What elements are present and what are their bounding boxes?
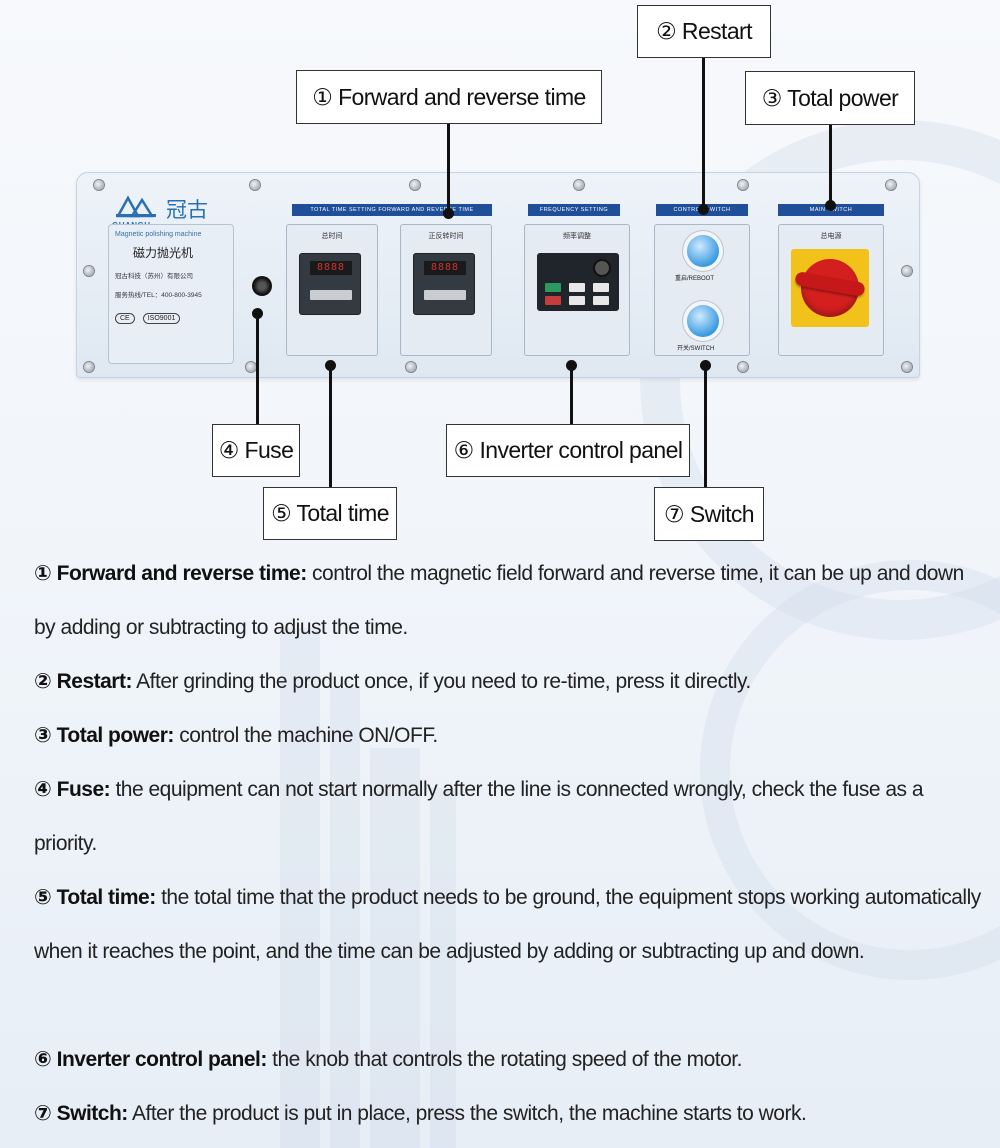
frequency-module: 频率调整 bbox=[524, 224, 630, 356]
nameplate-company: 冠古科技（苏州）有限公司 bbox=[115, 273, 193, 280]
leader-line-forward-reverse bbox=[447, 124, 450, 212]
description-head: ④ Fuse: bbox=[34, 778, 111, 801]
stop-button[interactable] bbox=[545, 296, 561, 305]
timer-display: 8888 bbox=[424, 261, 466, 275]
screw-icon bbox=[84, 266, 94, 276]
main-switch-module: 总电源 bbox=[778, 224, 884, 356]
description-restart: ② Restart: After grinding the product on… bbox=[34, 655, 984, 709]
leader-line-total-time bbox=[329, 364, 332, 488]
screw-icon bbox=[738, 180, 748, 190]
description-body: After the product is put in place, press… bbox=[127, 1102, 807, 1125]
leader-line-inverter bbox=[570, 364, 573, 424]
knob-icon[interactable] bbox=[595, 261, 609, 275]
callout-fuse: ④ Fuse bbox=[212, 424, 300, 477]
nameplate-en: Magnetic polishing machine bbox=[115, 231, 202, 238]
description-total-power: ③ Total power: control the machine ON/OF… bbox=[34, 709, 984, 763]
mode-button[interactable] bbox=[593, 283, 609, 292]
leader-line-total-power bbox=[829, 124, 832, 204]
screw-icon bbox=[902, 362, 912, 372]
tag-time-setting: TOTAL TIME SETTING FORWARD AND REVERSE T… bbox=[292, 204, 492, 216]
screw-icon bbox=[410, 180, 420, 190]
logo-cn-text: 冠古 bbox=[166, 198, 208, 222]
screw-icon bbox=[406, 362, 416, 372]
up-button[interactable] bbox=[569, 283, 585, 292]
name-plate: Magnetic polishing machine 磁力抛光机 冠古科技（苏州… bbox=[108, 224, 234, 364]
description-head: ① Forward and reverse time: bbox=[34, 562, 307, 585]
description-inverter-control-panel: ⑥ Inverter control panel: the knob that … bbox=[34, 1033, 984, 1087]
leader-dot bbox=[443, 208, 454, 219]
screw-icon bbox=[94, 180, 104, 190]
description-head: ⑦ Switch: bbox=[34, 1102, 128, 1125]
callout-switch: ⑦ Switch bbox=[654, 487, 764, 541]
total-time-module: 总时间 8888 bbox=[286, 224, 378, 356]
callout-inverter-control-panel: ⑥ Inverter control panel bbox=[446, 424, 690, 477]
leader-line-fuse bbox=[256, 312, 259, 424]
brand-logo: GUANGU 冠古 bbox=[112, 194, 208, 230]
control-switch-module: 重启/REBOOT 开关/SWITCH bbox=[654, 224, 750, 356]
main-power-switch[interactable] bbox=[791, 249, 869, 327]
description-forward-reverse-time: ① Forward and reverse time: control the … bbox=[34, 547, 984, 655]
description-total-time: ⑤ Total time: the total time that the pr… bbox=[34, 871, 984, 979]
description-fuse: ④ Fuse: the equipment can not start norm… bbox=[34, 763, 984, 871]
fwd-rev-timer[interactable]: 8888 bbox=[413, 253, 475, 315]
screw-icon bbox=[738, 362, 748, 372]
description-body: control the machine ON/OFF. bbox=[173, 724, 438, 747]
reboot-button[interactable] bbox=[687, 235, 719, 267]
screw-icon bbox=[250, 180, 260, 190]
callout-total-power: ③ Total power bbox=[745, 71, 915, 125]
description-body: the total time that the product needs to… bbox=[34, 886, 981, 963]
callout-total-time: ⑤ Total time bbox=[263, 487, 397, 540]
control-panel: GUANGU 冠古 Magnetic polishing machine 磁力抛… bbox=[76, 172, 920, 378]
run-button[interactable] bbox=[545, 283, 561, 292]
screw-icon bbox=[246, 362, 256, 372]
screw-icon bbox=[574, 180, 584, 190]
fwd-rev-time-label: 正反转时间 bbox=[428, 233, 464, 240]
description-head: ⑤ Total time: bbox=[34, 886, 156, 909]
logo-icon: GUANGU bbox=[112, 194, 156, 230]
description-body: the knob that controls the rotating spee… bbox=[266, 1048, 742, 1071]
total-time-timer[interactable]: 8888 bbox=[299, 253, 361, 315]
nameplate-tel: 服务热线/TEL：400-800-3945 bbox=[115, 292, 202, 299]
description-switch: ⑦ Switch: After the product is put in pl… bbox=[34, 1087, 984, 1141]
reboot-label: 重启/REBOOT bbox=[675, 276, 715, 282]
callout-forward-reverse-time: ① Forward and reverse time bbox=[296, 70, 602, 124]
switch-button[interactable] bbox=[687, 305, 719, 337]
description-head: ③ Total power: bbox=[34, 724, 174, 747]
description-head: ② Restart: bbox=[34, 670, 132, 693]
leader-line-switch bbox=[704, 364, 707, 488]
total-time-label: 总时间 bbox=[321, 233, 343, 240]
leader-dot bbox=[698, 204, 709, 215]
inverter-panel[interactable] bbox=[537, 253, 619, 311]
timer-keys[interactable] bbox=[424, 290, 466, 300]
iso-mark: ISO9001 bbox=[142, 313, 181, 324]
ce-mark: CE bbox=[115, 313, 135, 324]
power-label: 总电源 bbox=[820, 233, 842, 240]
screw-icon bbox=[84, 362, 94, 372]
fwd-rev-time-module: 正反转时间 8888 bbox=[400, 224, 492, 356]
screw-icon bbox=[902, 266, 912, 276]
switch-label: 开关/SWITCH bbox=[677, 346, 715, 352]
nameplate-cn: 磁力抛光机 bbox=[133, 246, 194, 260]
tag-frequency: FREQUENCY SETTING bbox=[528, 204, 620, 216]
timer-display: 8888 bbox=[310, 261, 352, 275]
timer-keys[interactable] bbox=[310, 290, 352, 300]
down-button[interactable] bbox=[569, 296, 585, 305]
screw-icon bbox=[886, 180, 896, 190]
fuse-holder[interactable] bbox=[252, 276, 272, 296]
description-body: control the magnetic field forward and r… bbox=[34, 562, 964, 639]
callout-restart: ② Restart bbox=[637, 5, 771, 58]
frequency-label: 频率调整 bbox=[563, 233, 591, 240]
description-head: ⑥ Inverter control panel: bbox=[34, 1048, 267, 1071]
enter-button[interactable] bbox=[593, 296, 609, 305]
description-body: the equipment can not start normally aft… bbox=[34, 778, 924, 855]
description-body: After grinding the product once, if you … bbox=[131, 670, 751, 693]
leader-line-restart bbox=[702, 58, 705, 208]
leader-dot bbox=[825, 200, 836, 211]
